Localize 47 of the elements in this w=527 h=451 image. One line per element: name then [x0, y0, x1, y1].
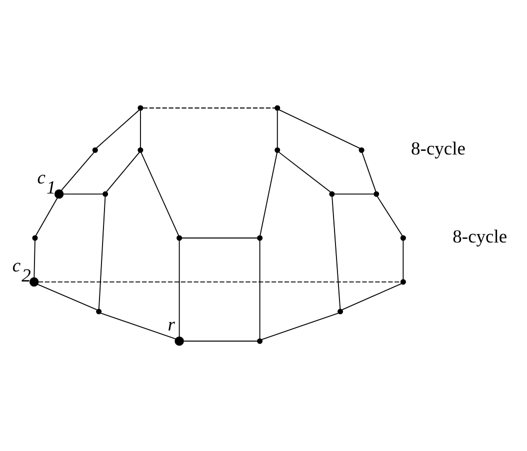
connector: [261, 312, 339, 340]
connector: [60, 152, 94, 191]
node-circle: [176, 235, 182, 241]
node-circle: [358, 147, 364, 153]
node-circle: [338, 308, 344, 314]
connector: [362, 152, 376, 192]
connector: [342, 283, 402, 310]
connector: [260, 152, 278, 236]
node-circle: [400, 279, 406, 285]
connector: [96, 110, 140, 149]
node-circle: [274, 147, 280, 153]
node-circle: [274, 105, 280, 111]
node-circle: [174, 336, 184, 346]
connector: [276, 110, 278, 148]
node-circle: [102, 191, 108, 197]
node-circle: [96, 308, 102, 314]
connector: [35, 198, 58, 236]
node-circle: [54, 189, 64, 199]
connector: [332, 196, 341, 310]
connector: [183, 340, 258, 342]
connector: [100, 312, 176, 340]
connector: [98, 196, 106, 310]
node-circle: [138, 147, 144, 153]
connector: [402, 240, 404, 280]
connector: [37, 284, 98, 310]
connector: [278, 152, 331, 192]
label: 8-cycle: [411, 140, 466, 160]
connector: [34, 240, 36, 278]
node-circle: [92, 147, 98, 153]
node-circle: [400, 235, 406, 241]
node-circle: [257, 338, 263, 344]
node-circle: [32, 235, 38, 241]
connector: [38, 281, 402, 282]
label: 8-cycle: [452, 228, 508, 248]
connector: [259, 240, 260, 340]
connector: [376, 196, 403, 236]
node-circle: [329, 191, 335, 197]
node-circle: [29, 277, 39, 287]
node-label: r: [168, 316, 175, 336]
node-circle: [374, 191, 380, 197]
connector: [178, 240, 180, 338]
node-circle: [257, 235, 263, 241]
connector: [140, 152, 180, 236]
connector: [106, 152, 140, 192]
connector: [278, 109, 360, 149]
node-circle: [138, 105, 144, 111]
connector: [140, 110, 141, 148]
